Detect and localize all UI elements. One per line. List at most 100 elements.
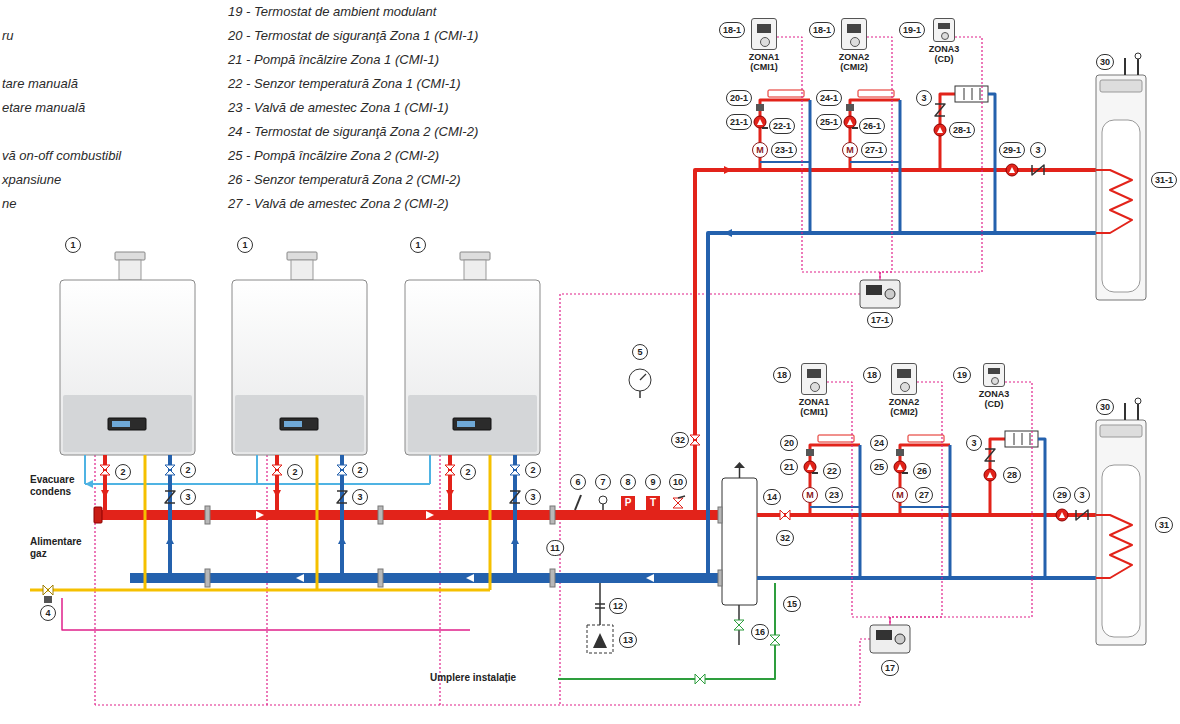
condensate-pipe [84, 455, 86, 484]
control-wire [94, 455, 95, 705]
shutoff-valve [445, 465, 455, 470]
check-valve [985, 449, 995, 461]
boiler-screen [284, 421, 302, 427]
shutoff-valve [785, 510, 790, 520]
boiler-casing [60, 280, 195, 455]
callout-number: 24 [870, 435, 888, 451]
node-label: ZONA3 (CD) [974, 390, 1014, 410]
safety-thermostat [806, 449, 814, 456]
underfloor-coil [818, 435, 854, 442]
zone-return-pipe [809, 100, 812, 233]
callout-number: 2 [287, 464, 303, 480]
shutoff-valve [673, 503, 683, 508]
thermostat-screen [847, 24, 861, 33]
callout-number: 5 [632, 344, 648, 360]
shutoff-valve [165, 465, 175, 470]
control-wire [880, 37, 982, 280]
pump-symbol [984, 469, 996, 481]
radiator-fin [1014, 433, 1015, 445]
callout-number: 3 [525, 489, 541, 505]
expansion-vessel-box [587, 625, 613, 653]
controller-screen [876, 630, 892, 640]
sensor-box: P [621, 496, 635, 510]
callout-number: 25-1 [816, 114, 842, 130]
boiler-flue [291, 260, 313, 280]
gas-pipe [30, 589, 490, 592]
callout-number: 30 [1096, 54, 1114, 70]
shutoff-valve [165, 470, 175, 475]
parts-list-text: tare manuală [2, 76, 78, 92]
pump-symbol [894, 461, 906, 473]
pipe-flange [205, 506, 210, 524]
safety-thermostat [846, 104, 854, 111]
shutoff-valve [510, 470, 520, 475]
control-wire [95, 639, 870, 705]
callout-number: 6 [570, 474, 586, 490]
shutoff-valve [734, 625, 744, 630]
callout-number: 28-1 [949, 122, 975, 138]
parts-list-text: 27 - Valvă de amestec Zona 2 (CMI-2) [228, 196, 449, 212]
pipe-flange [205, 569, 210, 587]
radiator-fin [972, 88, 973, 100]
shutoff-valve [100, 465, 110, 470]
valve-motor: M [752, 142, 768, 158]
callout-number: 15 [783, 596, 801, 612]
callout-number: 8 [620, 474, 636, 490]
gauge-needle [640, 374, 646, 380]
callout-number: 18 [863, 367, 881, 383]
gas-pipe [144, 455, 147, 590]
pipe-label: Evacuare condens [30, 474, 90, 497]
callout-number: 23 [825, 487, 843, 503]
callout-number: 17 [881, 660, 899, 676]
thermostat-screen [897, 369, 911, 378]
controller-knob [895, 634, 905, 644]
callout-number: 3 [966, 435, 982, 451]
callout-number: 31 [1155, 517, 1173, 533]
radiator-fin [1022, 433, 1023, 445]
node-label: ZONA1 (CMI1) [744, 53, 784, 73]
callout-number: 2 [525, 462, 541, 478]
control-wire [890, 382, 942, 625]
check-valve [337, 491, 347, 503]
shutoff-valve [100, 470, 110, 475]
control-wire [827, 382, 890, 625]
gas-valve-actuator [44, 596, 52, 603]
callout-number: 32 [671, 432, 689, 448]
node-label: T [650, 498, 656, 508]
pipe-flange [378, 569, 383, 587]
callout-number: 31-1 [1151, 172, 1177, 188]
connection-symbol [595, 603, 605, 605]
connection-symbol [595, 607, 605, 609]
shutoff-valve [770, 635, 780, 640]
condensate-pipe [429, 455, 431, 484]
pipe-flange [718, 570, 722, 586]
shutoff-valve [770, 640, 780, 645]
pump-symbol [987, 472, 993, 478]
callout-number: 29-1 [999, 142, 1025, 158]
thermostat-body [891, 363, 917, 395]
thermostat-knob [991, 377, 999, 385]
callout-number: 3 [352, 489, 368, 505]
thermostat-screen [938, 23, 950, 29]
flow-arrow [724, 166, 732, 174]
callout-number: 13 [619, 632, 637, 648]
parts-list-text: 26 - Senzor temperatură Zona 2 (CMI-2) [228, 172, 461, 188]
pipe-label: Alimentare gaz [30, 536, 90, 559]
zone-flow-pipe [760, 100, 810, 170]
callout-number: 2 [352, 462, 368, 478]
filling-pipe [558, 583, 775, 679]
water-pipe [1124, 58, 1126, 75]
shutoff-valve [43, 585, 48, 595]
parts-list-text: 20 - Termostat de siguranţă Zona 1 (CMI-… [228, 28, 478, 44]
thermostat-knob [760, 37, 770, 47]
callout-number: 2 [460, 464, 476, 480]
shutoff-valve [337, 470, 347, 475]
boiler-casing [405, 280, 540, 455]
shutoff-valve [695, 674, 700, 684]
temperature-sensor [902, 472, 908, 474]
check-valve [1076, 510, 1088, 520]
callout-number: 1 [237, 237, 253, 253]
flow-arrow [296, 574, 304, 582]
parts-list-text: ru [2, 28, 14, 44]
